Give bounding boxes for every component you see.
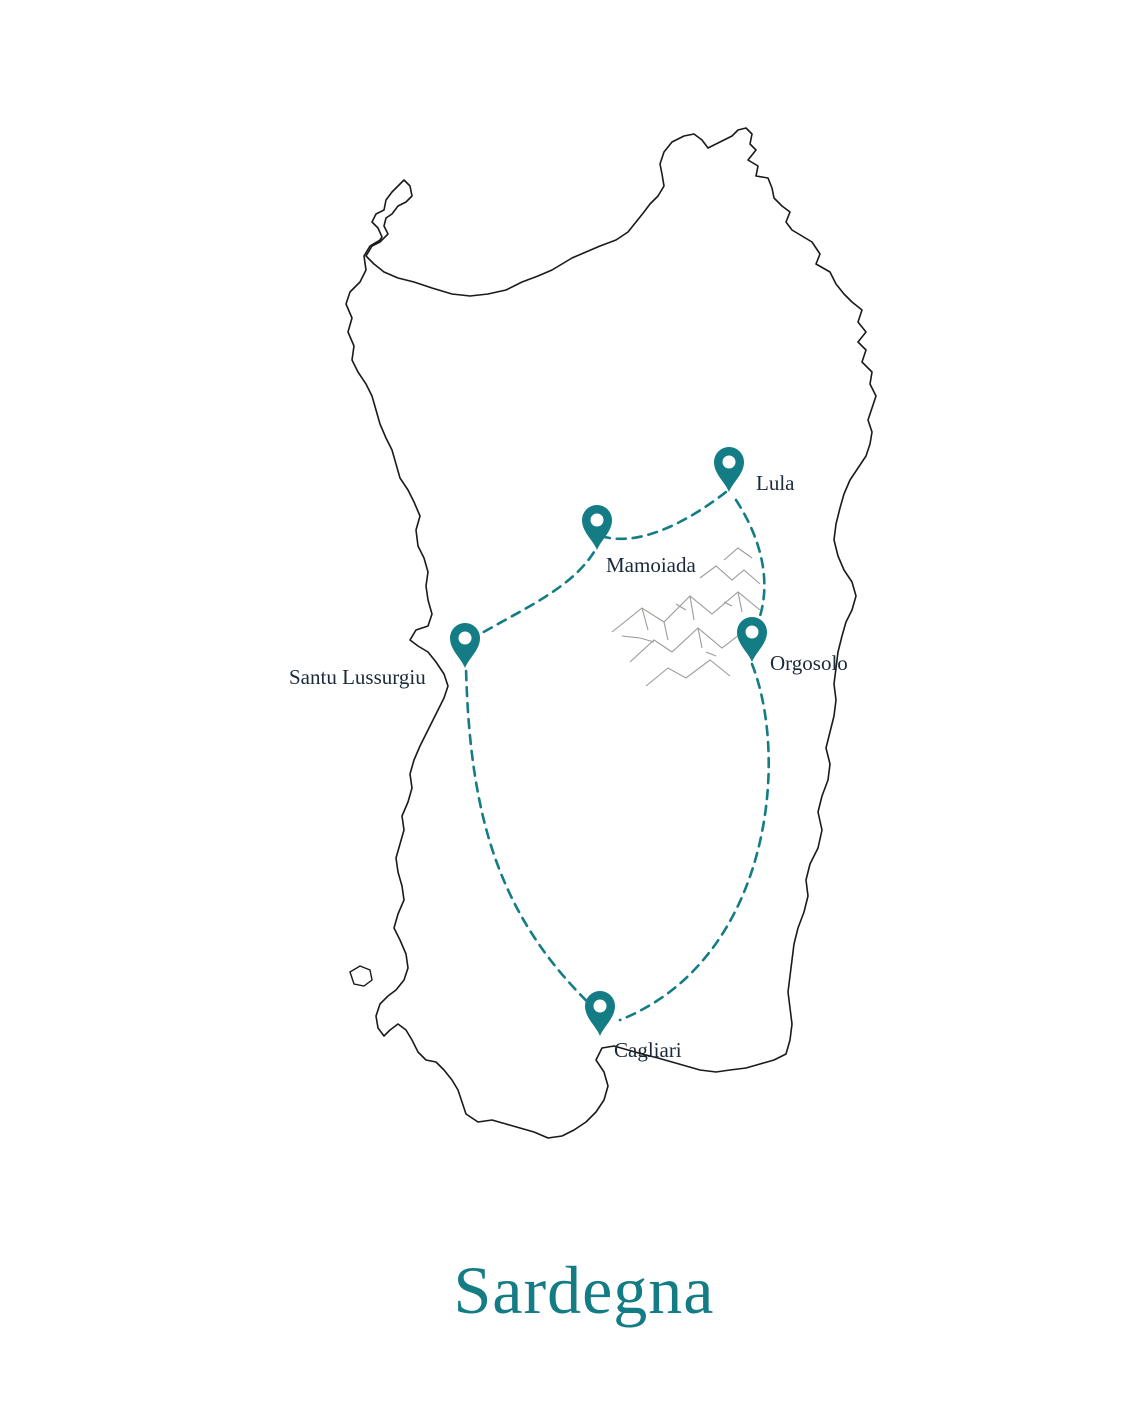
place-label-orgosolo: Orgosolo xyxy=(770,651,848,675)
route-orgosolo-cagliari xyxy=(618,662,770,1022)
map-pin-icon[interactable] xyxy=(450,623,480,668)
route-lula-orgosolo xyxy=(734,498,766,638)
place-label-cagliari: Cagliari xyxy=(614,1038,682,1062)
route-path xyxy=(464,490,770,1022)
map-pin-icon[interactable] xyxy=(714,447,744,492)
sardinia-coastline xyxy=(345,127,877,1139)
mountain-range-icon xyxy=(611,547,761,687)
map-title: Sardegna xyxy=(453,1252,714,1328)
place-label-lula: Lula xyxy=(756,471,795,495)
place-label-santu-lussurgiu: Santu Lussurgiu xyxy=(289,665,426,689)
island-san-pietro xyxy=(349,965,373,987)
map-pin-icon[interactable] xyxy=(737,617,767,662)
map-pin-icon[interactable] xyxy=(582,505,612,550)
route-mamoiada-lula xyxy=(599,490,728,541)
place-label-mamoiada: Mamoiada xyxy=(606,553,696,577)
map-pin-icon[interactable] xyxy=(585,991,615,1036)
route-cagliari-santu-lussurgiu xyxy=(464,666,600,1014)
route-santu-lussurgiu-mamoiada xyxy=(468,550,596,642)
